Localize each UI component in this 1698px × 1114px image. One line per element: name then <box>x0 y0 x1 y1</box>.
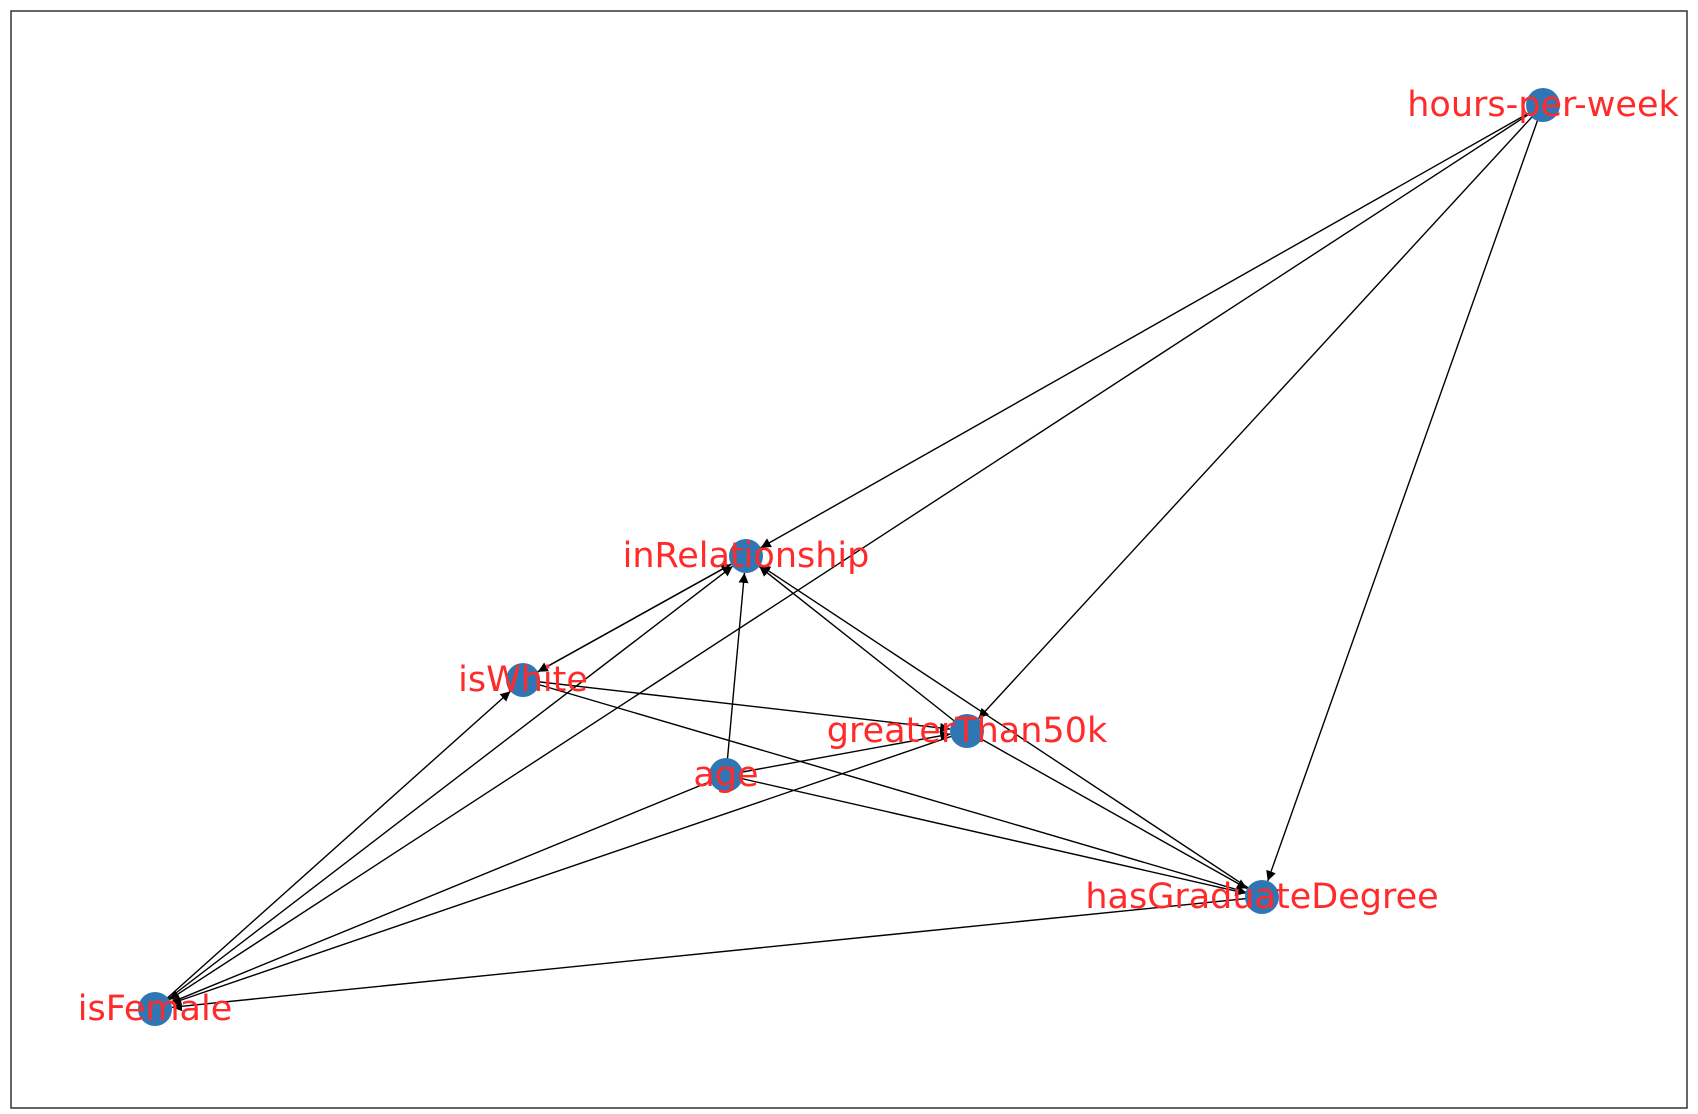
edge-isFemale-to-isWhite <box>154 690 511 1010</box>
node-label-inRelationship: inRelationship <box>623 536 870 576</box>
edge-inRelationship-to-isWhite <box>537 555 747 673</box>
edge-hours_per_week-to-inRelationship <box>760 104 1544 549</box>
edges-layer <box>154 104 1544 1012</box>
edge-age-to-isFemale <box>170 774 727 1004</box>
edge-age-to-inRelationship <box>725 572 749 776</box>
node-greaterThan50k <box>950 714 984 748</box>
node-label-isWhite: isWhite <box>458 660 588 700</box>
edge-isWhite-to-hasGraduateDegree <box>522 679 1246 895</box>
edge-hours_per_week-to-hasGraduateDegree <box>1266 104 1544 882</box>
edge-hours_per_week-to-isFemale <box>168 104 1544 1001</box>
edge-greaterThan50k-to-inRelationship <box>758 566 968 732</box>
edge-hasGraduateDegree-to-isFemale <box>171 896 1263 1012</box>
edge-age-to-hasGraduateDegree <box>725 774 1246 896</box>
edge-isFemale-to-inRelationship <box>154 565 733 1010</box>
edge-hours_per_week-to-greaterThan50k <box>977 104 1544 719</box>
edge-age-to-greaterThan50k <box>725 730 951 776</box>
edge-greaterThan50k-to-hasGraduateDegree <box>966 730 1248 890</box>
node-inRelationship <box>729 539 763 573</box>
node-label-hasGraduateDegree: hasGraduateDegree <box>1085 877 1438 917</box>
node-label-greaterThan50k: greaterThan50k <box>827 711 1108 751</box>
labels-layer: hours-per-week inRelationship isWhite great… <box>78 85 1680 1029</box>
edge-isWhite-to-greaterThan50k <box>522 679 951 733</box>
node-label-age: age <box>693 755 758 795</box>
edge-greaterThan50k-to-isFemale <box>170 730 968 1005</box>
node-label-isFemale: isFemale <box>78 989 233 1029</box>
node-hasGraduateDegree <box>1245 880 1279 914</box>
node-hours_per_week <box>1526 88 1560 122</box>
node-isWhite <box>506 663 540 697</box>
node-isFemale <box>138 992 172 1026</box>
edge-hasGraduateDegree-to-inRelationship <box>759 564 1263 898</box>
node-age <box>709 758 743 792</box>
node-label-hours_per_week: hours-per-week <box>1407 85 1679 125</box>
nodes-layer <box>138 88 1560 1026</box>
